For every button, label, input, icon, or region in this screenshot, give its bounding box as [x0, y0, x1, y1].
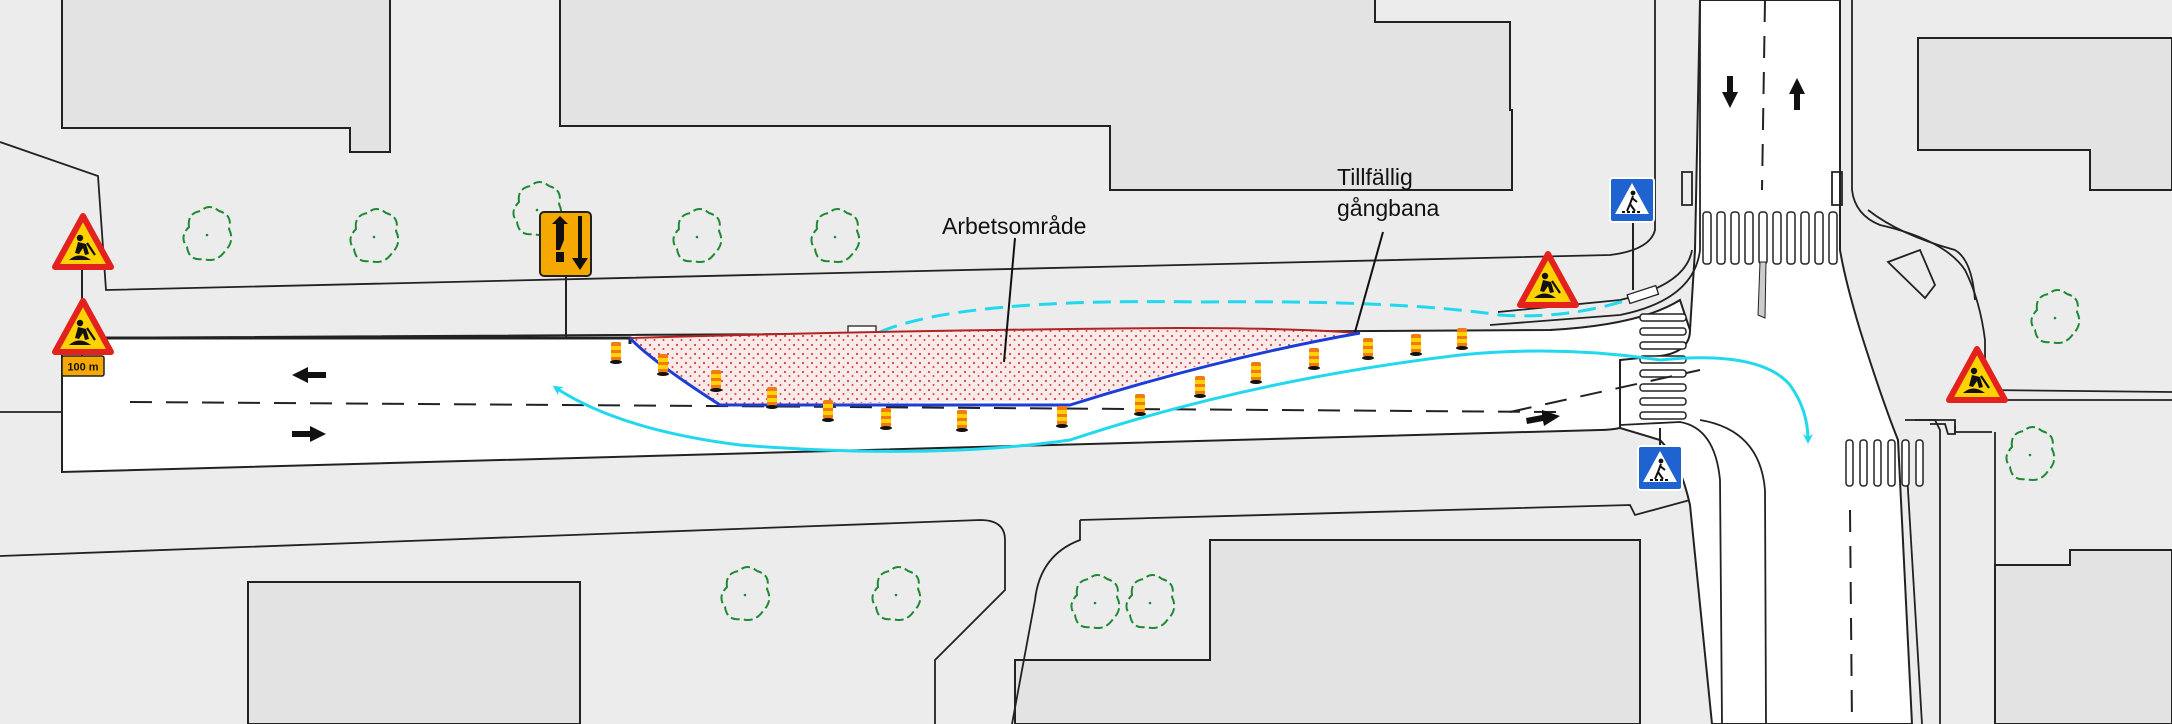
traffic-cone-icon — [710, 370, 722, 392]
traffic-cone-icon — [1056, 406, 1068, 428]
temporary-footway-path — [879, 294, 1641, 334]
distance-plate: 100 m — [61, 355, 105, 377]
arrow-up-icon — [1789, 78, 1805, 110]
traffic-cone-icon — [657, 354, 669, 376]
work-area-hatching — [630, 328, 1360, 405]
kerb-lines — [1489, 0, 2172, 724]
traffic-cone-icon — [1250, 362, 1262, 384]
work-area-border-top — [629, 326, 1361, 339]
building-block — [1014, 539, 1641, 724]
temp-footway-label-line1: Tillfällig — [1337, 164, 1413, 190]
temp-footway-label-line2: gångbana — [1337, 195, 1440, 221]
work-area-leader — [1003, 237, 1016, 363]
lane-markings — [129, 0, 1853, 724]
traffic-cone-icon — [956, 410, 968, 432]
traffic-cone-icon — [766, 387, 778, 409]
traffic-flow-westbound — [552, 349, 1661, 453]
label-leaders — [1003, 231, 1384, 363]
traffic-cone-icon — [1134, 394, 1146, 416]
footway-barrier — [1626, 284, 1660, 305]
buildings — [61, 0, 2172, 724]
arrow-right-icon — [292, 426, 326, 442]
distance-plate-text: 100 m — [67, 362, 98, 374]
arrow-left-icon — [292, 367, 326, 383]
zebra-left — [1639, 313, 1687, 420]
building-block — [247, 581, 581, 724]
zebra-right — [1845, 439, 1924, 487]
work-area-border-bottom — [628, 331, 1361, 407]
traffic-island — [1757, 261, 1767, 319]
pedestrian-crossing-sign-icon — [1609, 177, 1655, 223]
traffic-cone-icon — [822, 400, 834, 422]
traffic-flow-turning — [1659, 356, 1813, 444]
zebra-top — [1702, 211, 1838, 265]
traffic-cone-icon — [610, 342, 622, 364]
traffic-cone-icon — [1308, 348, 1320, 370]
arrow-right-icon — [1526, 410, 1560, 426]
traffic-cone-icon — [880, 408, 892, 430]
work-area-label: Arbetsområde — [942, 213, 1086, 239]
traffic-cone-icon — [1410, 334, 1422, 356]
zebra-crossings — [1639, 211, 1924, 487]
building-block — [61, 0, 391, 153]
pedestrian-crossing-sign-icon — [1637, 445, 1683, 491]
direction-arrows — [292, 76, 1805, 442]
traffic-cone-icon — [1194, 376, 1206, 398]
building-block — [1917, 37, 2172, 191]
lane-arrangement-sign-icon — [539, 211, 592, 277]
traffic-cone-icon — [1456, 328, 1468, 350]
building-block — [559, 0, 1513, 191]
temp-footway-leader — [1354, 231, 1384, 333]
arrow-down-icon — [1722, 76, 1738, 108]
building-block — [1994, 549, 2172, 724]
traffic-cone-icon — [1362, 338, 1374, 360]
